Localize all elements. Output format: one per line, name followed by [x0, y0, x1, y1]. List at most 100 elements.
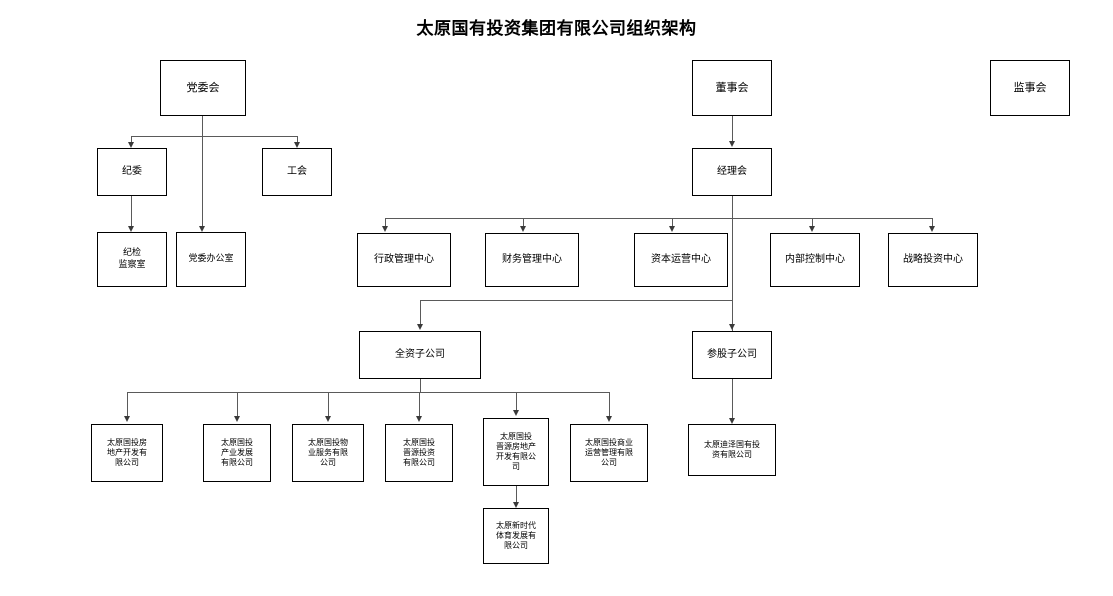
node-label-line-1: 纪检 [122, 248, 141, 259]
node-label-line-1: 太原国投物 [308, 438, 348, 447]
node-label-line-1: 太原国投商业 [585, 438, 633, 447]
connector-wholly-owned-stem [420, 379, 421, 392]
node-sub-jinyuan-real-estate-development[interactable]: 太原国投 晋源房地产 开发有限公 司 [483, 418, 549, 486]
node-labor-union[interactable]: 工会 [262, 148, 332, 196]
node-discipline-committee[interactable]: 纪委 [97, 148, 167, 196]
connector-party-bus [131, 136, 297, 137]
node-label-line-2: 运营管理有限 [585, 448, 633, 457]
arrow-to-wholly-owned [416, 324, 423, 330]
connector-to-sub-commercial [609, 392, 610, 416]
node-label-line-2: 地产开发有 [107, 448, 147, 457]
arrow-to-discipline-office [127, 226, 134, 232]
connector-to-sub-jinyuan-realestate [516, 392, 517, 410]
connector-to-sub-property [328, 392, 329, 416]
node-sub-property-service[interactable]: 太原国投物 业服务有限 公司 [292, 424, 364, 482]
node-sub-real-estate-development[interactable]: 太原国投房 地产开发有 限公司 [91, 424, 163, 482]
arrow-to-sub-sports [512, 502, 519, 508]
node-managers-meeting[interactable]: 经理会 [692, 148, 772, 196]
connector-to-strategy-center [932, 218, 933, 227]
node-label-line-3: 有限公司 [403, 458, 435, 467]
node-sub-commercial-operation-management[interactable]: 太原国投商业 运营管理有限 公司 [570, 424, 648, 482]
node-party-office[interactable]: 党委办公室 [176, 232, 246, 287]
connector-to-admin-center [385, 218, 386, 227]
node-label-line-3: 公司 [601, 458, 617, 467]
connector-to-party-office [202, 136, 203, 227]
connector-board-to-managers [732, 116, 733, 142]
connector-party-stem [202, 116, 203, 136]
node-finance-management-center[interactable]: 财务管理中心 [485, 233, 579, 287]
connector-wholly-owned-bus [127, 392, 609, 393]
node-sub-jinyuan-investment[interactable]: 太原国投 晋源投资 有限公司 [385, 424, 453, 482]
connector-to-sub-industry [237, 392, 238, 416]
node-board-of-directors[interactable]: 董事会 [692, 60, 772, 116]
node-label-line-2: 监察室 [118, 259, 146, 270]
node-internal-control-center[interactable]: 内部控制中心 [770, 233, 860, 287]
node-label: 党委办公室 [188, 253, 234, 264]
node-admin-management-center[interactable]: 行政管理中心 [357, 233, 451, 287]
node-label-line-2: 产业发展 [221, 448, 253, 457]
node-label-line-1: 太原迪泽国有投 [704, 440, 760, 449]
arrow-to-internal-control-center [808, 226, 815, 232]
node-label: 财务管理中心 [502, 253, 562, 265]
page-title: 太原国有投资集团有限公司组织架构 [416, 19, 697, 39]
node-sub-industry-development[interactable]: 太原国投 产业发展 有限公司 [203, 424, 271, 482]
arrow-to-strategy-center [928, 226, 935, 232]
node-label-line-2: 晋源投资 [403, 448, 435, 457]
arrow-to-sub-commercial [605, 416, 612, 422]
connector-to-finance-center [523, 218, 524, 227]
node-label-line-3: 开发有限公 [496, 452, 536, 461]
node-sub-dize-state-investment[interactable]: 太原迪泽国有投 资有限公司 [688, 424, 776, 476]
node-label: 党委会 [186, 81, 220, 95]
node-label-line-2: 晋源房地产 [496, 442, 536, 451]
node-capital-operation-center[interactable]: 资本运营中心 [634, 233, 728, 287]
arrow-to-sub-realestate [123, 416, 130, 422]
arrow-to-sub-jinyuan-invest [415, 416, 422, 422]
arrow-to-sub-industry [233, 416, 240, 422]
connector-to-discipline-office [131, 196, 132, 227]
arrow-to-sub-dize [728, 418, 735, 424]
arrow-to-equity-participation [728, 324, 735, 330]
node-strategic-investment-center[interactable]: 战略投资中心 [888, 233, 978, 287]
arrow-to-sub-jinyuan-realestate [512, 410, 519, 416]
node-discipline-inspection-office[interactable]: 纪检 监察室 [97, 232, 167, 287]
node-label: 参股子公司 [707, 348, 757, 360]
connector-to-wholly-owned [420, 300, 421, 324]
node-label: 资本运营中心 [651, 253, 711, 265]
node-label-line-3: 限公司 [115, 458, 139, 467]
arrow-to-sub-property [324, 416, 331, 422]
node-label: 董事会 [715, 81, 749, 95]
node-label-line-4: 司 [512, 462, 520, 471]
node-label: 战略投资中心 [903, 253, 963, 265]
arrow-to-capital-center [668, 226, 675, 232]
connector-to-sub-dize [732, 379, 733, 418]
arrow-to-finance-center [519, 226, 526, 232]
node-label-line-1: 太原国投房 [107, 438, 147, 447]
arrow-to-admin-center [381, 226, 388, 232]
node-party-committee[interactable]: 党委会 [160, 60, 246, 116]
connector-to-internal-control-center [812, 218, 813, 227]
node-equity-participation-subsidiaries[interactable]: 参股子公司 [692, 331, 772, 379]
node-label-line-2: 业服务有限 [308, 448, 348, 457]
connector-to-capital-center [672, 218, 673, 227]
node-label: 监事会 [1013, 81, 1047, 95]
node-label: 工会 [287, 165, 307, 177]
arrow-to-discipline-committee [127, 142, 134, 148]
node-label-line-1: 太原国投 [403, 438, 435, 447]
node-label-line-1: 太原国投 [500, 432, 532, 441]
node-label: 内部控制中心 [785, 253, 845, 265]
connector-centers-bus [385, 218, 933, 219]
node-wholly-owned-subsidiaries[interactable]: 全资子公司 [359, 331, 481, 379]
node-label-line-2: 体育发展有 [496, 531, 536, 540]
connector-to-discipline-committee [131, 136, 132, 143]
node-label: 经理会 [717, 165, 747, 177]
node-label-line-3: 限公司 [504, 541, 528, 550]
node-board-of-supervisors[interactable]: 监事会 [990, 60, 1070, 116]
connector-subsidiary-bus [420, 300, 732, 301]
node-label: 行政管理中心 [374, 253, 434, 265]
node-label-line-3: 公司 [320, 458, 336, 467]
node-sub-new-era-sports-development[interactable]: 太原新时代 体育发展有 限公司 [483, 508, 549, 564]
arrow-board-to-managers [728, 141, 735, 147]
connector-to-sub-sports [516, 486, 517, 502]
node-label: 纪委 [122, 165, 142, 177]
